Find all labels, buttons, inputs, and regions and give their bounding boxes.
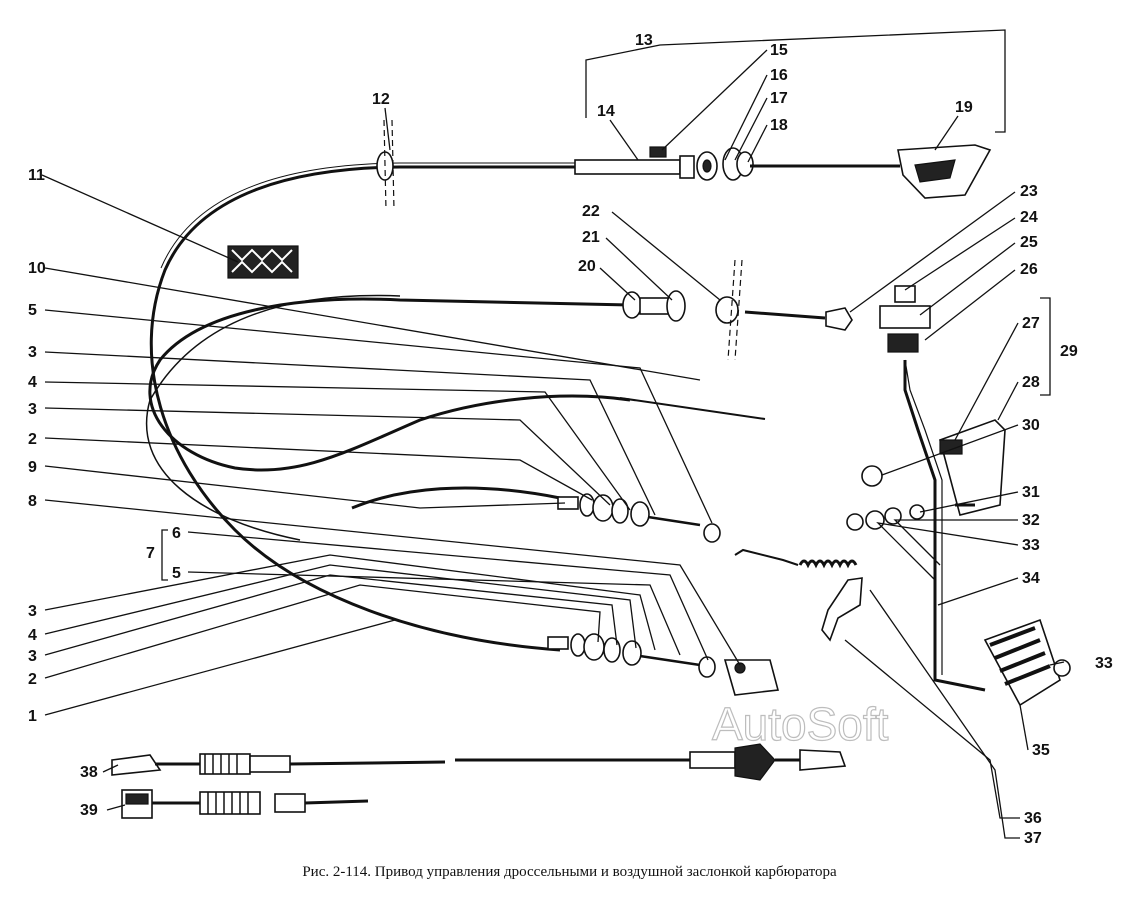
- label-33-right: 33: [1095, 655, 1113, 672]
- return-spring-lever: [734, 548, 863, 642]
- label-4-lower: 4: [28, 627, 37, 644]
- label-19: 19: [955, 99, 973, 116]
- accelerator-cable-end: [619, 397, 766, 420]
- label-5-lower: 5: [172, 565, 181, 582]
- grommet-12: [376, 119, 395, 211]
- choke-handle-assembly: [574, 144, 992, 199]
- label-11: 11: [28, 167, 45, 184]
- label-24: 24: [1020, 209, 1038, 226]
- leader-lines: [41, 49, 1065, 839]
- label-27: 27: [1022, 315, 1040, 332]
- label-13: 13: [635, 32, 653, 49]
- cable-sheath-9: [351, 486, 561, 510]
- pedal-assembly: [846, 359, 1071, 707]
- label-31: 31: [1022, 484, 1040, 501]
- figure-caption: Рис. 2-114. Привод управления дроссельны…: [302, 864, 837, 880]
- label-6: 6: [172, 525, 181, 542]
- label-14: 14: [597, 103, 615, 120]
- label-4-upper: 4: [28, 374, 37, 391]
- accelerator-middle-assembly: [622, 259, 931, 361]
- label-21: 21: [582, 229, 600, 246]
- label-2-lower: 2: [28, 671, 37, 688]
- label-29: 29: [1060, 343, 1078, 360]
- choke-cable: [149, 165, 575, 652]
- label-20: 20: [578, 258, 596, 275]
- label-12: 12: [372, 91, 390, 108]
- cable-assembly-39: [121, 789, 369, 819]
- label-23: 23: [1020, 183, 1038, 200]
- label-34: 34: [1022, 570, 1040, 587]
- lower-cable-assembly: [547, 633, 780, 696]
- label-5-upper: 5: [28, 302, 37, 319]
- label-18: 18: [770, 117, 788, 134]
- upper-cable-end-chain: [557, 493, 721, 543]
- label-1: 1: [28, 708, 37, 725]
- label-2-upper: 2: [28, 431, 37, 448]
- bracket-7: [161, 529, 168, 581]
- label-8: 8: [28, 493, 37, 510]
- label-10: 10: [28, 260, 46, 277]
- cable-clamp-11: [227, 245, 299, 279]
- accelerator-cable-2: [145, 294, 401, 541]
- label-22: 22: [582, 203, 600, 220]
- label-17: 17: [770, 90, 788, 107]
- label-39: 39: [80, 802, 98, 819]
- bracket-29: [1040, 297, 1051, 396]
- label-30: 30: [1022, 417, 1040, 434]
- label-16: 16: [770, 67, 788, 84]
- label-32: 32: [1022, 512, 1040, 529]
- label-33-upper: 33: [1022, 537, 1040, 554]
- cable-assembly-38: [111, 743, 847, 781]
- label-28: 28: [1022, 374, 1040, 391]
- label-38: 38: [80, 764, 98, 781]
- label-9: 9: [28, 459, 37, 476]
- watermark: AutoSoft: [712, 698, 889, 750]
- label-7: 7: [146, 545, 155, 562]
- label-3-c: 3: [28, 603, 37, 620]
- label-25: 25: [1020, 234, 1038, 251]
- label-3-a: 3: [28, 344, 37, 361]
- bracket-13: [585, 29, 1006, 133]
- accelerator-cable: [148, 297, 631, 472]
- label-15: 15: [770, 42, 788, 59]
- label-26: 26: [1020, 261, 1038, 278]
- label-3-d: 3: [28, 648, 37, 665]
- label-3-b: 3: [28, 401, 37, 418]
- label-36: 36: [1024, 810, 1042, 827]
- choke-cable-inner: [160, 162, 575, 269]
- label-37: 37: [1024, 830, 1042, 847]
- callout-numbers: 11 10 5 3 4 3 2 9 8 6 7 5 3 4 3 2 1 12 1…: [28, 32, 1113, 847]
- label-35: 35: [1032, 742, 1050, 759]
